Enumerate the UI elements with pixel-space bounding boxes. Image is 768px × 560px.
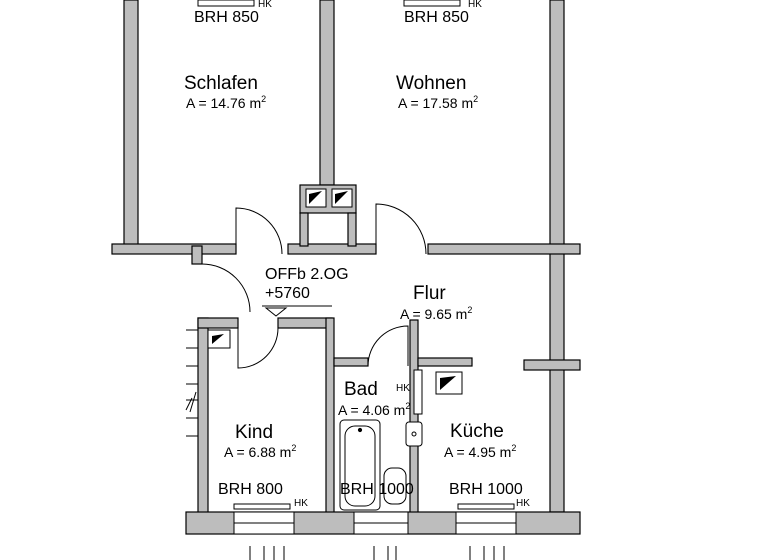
top-windows xyxy=(197,0,461,7)
room-area-wohnen: A = 17.58 m2 xyxy=(398,94,479,111)
washbasin-drain xyxy=(411,431,417,437)
room-area-kind: A = 6.88 m2 xyxy=(224,443,297,460)
flue-1-mark xyxy=(309,191,322,204)
wall-kind-left xyxy=(197,317,209,517)
room-name-wohnen: Wohnen xyxy=(396,73,467,94)
bathroom-fixtures xyxy=(339,369,423,511)
brh-schlafen: BRH 850 xyxy=(194,9,259,26)
brh-kueche: BRH 1000 xyxy=(449,481,523,498)
room-area-bad: A = 4.06 m2 xyxy=(338,401,411,418)
door-schlafen xyxy=(235,207,283,255)
radiator-kind xyxy=(233,503,291,510)
bathtub-inner xyxy=(344,425,376,507)
wall-schlafen-wohnen xyxy=(319,0,335,186)
flue-kind xyxy=(207,329,231,349)
bathtub-drain xyxy=(357,427,363,433)
room-name-flur: Flur xyxy=(413,283,446,304)
door-kind xyxy=(237,327,279,369)
flue-kueche xyxy=(435,371,463,395)
bottom-windows xyxy=(233,511,517,535)
room-name-kueche: Küche xyxy=(450,421,504,442)
wall-kind-top-left xyxy=(197,317,239,329)
door-wohnen xyxy=(375,203,427,255)
level-marker xyxy=(262,305,332,317)
hk-kueche: HK xyxy=(516,498,530,509)
hk-schlafen: HK xyxy=(258,0,272,10)
wall-bad-top xyxy=(333,357,369,367)
room-name-schlafen: Schlafen xyxy=(184,73,258,94)
level-height: +5760 xyxy=(265,285,310,302)
level-name: OFFb 2.OG xyxy=(265,266,349,283)
room-name-bad: Bad xyxy=(344,379,378,400)
room-name-kind: Kind xyxy=(235,422,274,443)
radiator-kueche xyxy=(457,503,515,510)
room-area-flur: A = 9.65 m2 xyxy=(400,305,473,322)
hk-wohnen: HK xyxy=(468,0,482,10)
chimney-post-right xyxy=(347,212,357,247)
flue-2-mark xyxy=(335,191,348,204)
bad-radiator xyxy=(413,369,423,415)
chimney-flues xyxy=(207,188,463,395)
stair-marks xyxy=(185,329,198,437)
wall-kind-top-right xyxy=(277,317,333,329)
brh-bad: BRH 1000 xyxy=(340,481,414,498)
toilet xyxy=(383,467,407,505)
brh-wohnen: BRH 850 xyxy=(404,9,469,26)
room-area-schlafen: A = 14.76 m2 xyxy=(186,94,267,111)
flue-kueche-mark xyxy=(440,376,456,390)
wall-right xyxy=(549,0,565,513)
hk-bad: HK xyxy=(396,383,410,394)
chimney-post-left xyxy=(299,212,309,247)
wall-flur-stub xyxy=(191,245,203,265)
window-wohnen xyxy=(403,0,461,7)
wall-kind-bad xyxy=(325,317,335,517)
doors xyxy=(201,203,427,369)
door-bad xyxy=(367,325,409,367)
bottom-symbols xyxy=(249,546,505,560)
room-area-kueche: A = 4.95 m2 xyxy=(444,443,517,460)
brh-kind: BRH 800 xyxy=(218,481,283,498)
level-triangle xyxy=(264,307,288,317)
wall-right-stub xyxy=(523,359,581,371)
flue-kind-mark xyxy=(212,334,224,344)
window-schlafen xyxy=(197,0,255,7)
flue-1 xyxy=(305,188,327,208)
hk-kind: HK xyxy=(294,498,308,509)
wall-h-1 xyxy=(111,243,237,255)
wall-h-3 xyxy=(427,243,581,255)
flue-2 xyxy=(331,188,353,208)
wall-left-upper xyxy=(123,0,139,247)
door-entry xyxy=(201,263,251,313)
radiators xyxy=(233,503,515,510)
wall-kueche-top xyxy=(417,357,473,367)
